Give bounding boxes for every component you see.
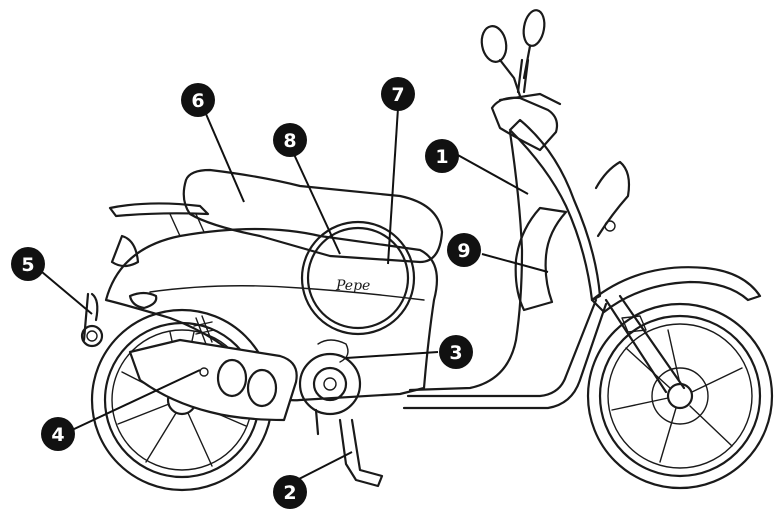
callout-2: 2 (273, 475, 307, 509)
callout-3: 3 (439, 335, 473, 369)
mirrors (480, 9, 546, 98)
callout-2-label: 2 (283, 482, 296, 504)
floor-board (406, 298, 598, 398)
brand-mark: Pepe (335, 278, 370, 294)
motor-hub (298, 339, 362, 416)
callout-1: 1 (425, 139, 459, 173)
callout-7-label: 7 (391, 84, 404, 106)
front-wheel (586, 302, 774, 490)
callout-7: 7 (381, 77, 415, 111)
callout-5-label: 5 (21, 254, 34, 276)
callout-4: 4 (41, 417, 75, 451)
rear-rack (108, 202, 210, 218)
callout-5: 5 (11, 247, 45, 281)
swing-arm-cover (128, 338, 298, 422)
front-fork (604, 294, 686, 394)
callout-1-label: 1 (435, 146, 448, 168)
callout-6: 6 (181, 83, 215, 117)
callout-3-label: 3 (449, 342, 462, 364)
callout-6-label: 6 (191, 90, 204, 112)
side-badge: Pepe (300, 220, 416, 336)
battery-cover (514, 206, 568, 312)
callout-8-label: 8 (283, 130, 296, 152)
rear-lamp-assembly (80, 234, 158, 348)
callout-9-label: 9 (457, 240, 470, 262)
front-fender (590, 266, 762, 314)
center-stand (314, 408, 384, 488)
front-shield (508, 118, 602, 302)
callout-8: 8 (273, 123, 307, 157)
rear-body (104, 227, 438, 402)
leader-lines (41, 107, 549, 481)
callout-4-label: 4 (51, 424, 64, 446)
callout-9: 9 (447, 233, 481, 267)
